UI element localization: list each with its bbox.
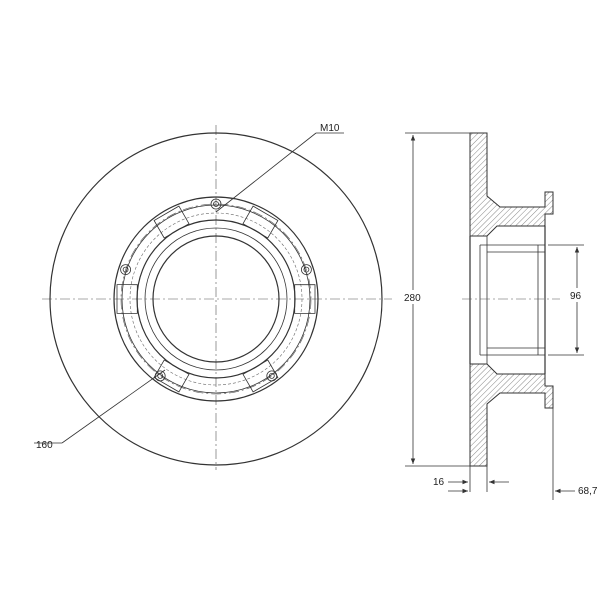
center-bore-label: 96 xyxy=(570,291,582,302)
dim-96-label-bg xyxy=(565,288,587,302)
height-label: 68,7 xyxy=(578,486,598,497)
thread-label: M10 xyxy=(320,123,340,134)
bolt-hole-thread xyxy=(303,266,310,273)
bolt-hole-thread xyxy=(122,266,129,273)
hat-outer-contour xyxy=(113,196,319,402)
thickness-label: 16 xyxy=(433,477,445,488)
front-view: M10 160 xyxy=(34,123,392,470)
hat-inner-contour xyxy=(121,204,311,394)
bolt-hole xyxy=(210,198,222,210)
bolt-hole xyxy=(266,370,278,382)
section-friction-ring-bottom xyxy=(469,363,554,467)
bolt-hole-thread xyxy=(213,201,219,207)
bolt-hole xyxy=(154,370,166,382)
hat-pocket xyxy=(116,284,138,314)
hat-pocket xyxy=(153,205,190,239)
bolt-hole xyxy=(120,264,131,276)
hat-hidden-contour xyxy=(129,212,303,386)
hat-pocket xyxy=(242,205,279,239)
section-friction-ring-top xyxy=(469,132,554,237)
bolt-pitch-circle xyxy=(120,203,312,395)
hat-pocket xyxy=(294,284,316,314)
bolt-hole xyxy=(300,264,312,276)
dim-280-label-bg xyxy=(400,290,426,304)
bolt-holes xyxy=(120,198,312,382)
thread-leader-line xyxy=(215,132,317,213)
pcd-leader-line xyxy=(61,369,166,444)
hub-ring-middle xyxy=(144,227,288,371)
bolt-hole-thread xyxy=(268,372,275,379)
outer-diameter-label: 280 xyxy=(404,293,421,304)
side-section-view: 280 96 16 68,7 xyxy=(400,132,598,500)
pcd-label: 160 xyxy=(36,440,53,451)
rotor-outer-edge xyxy=(49,132,383,466)
center-bore xyxy=(152,235,280,363)
